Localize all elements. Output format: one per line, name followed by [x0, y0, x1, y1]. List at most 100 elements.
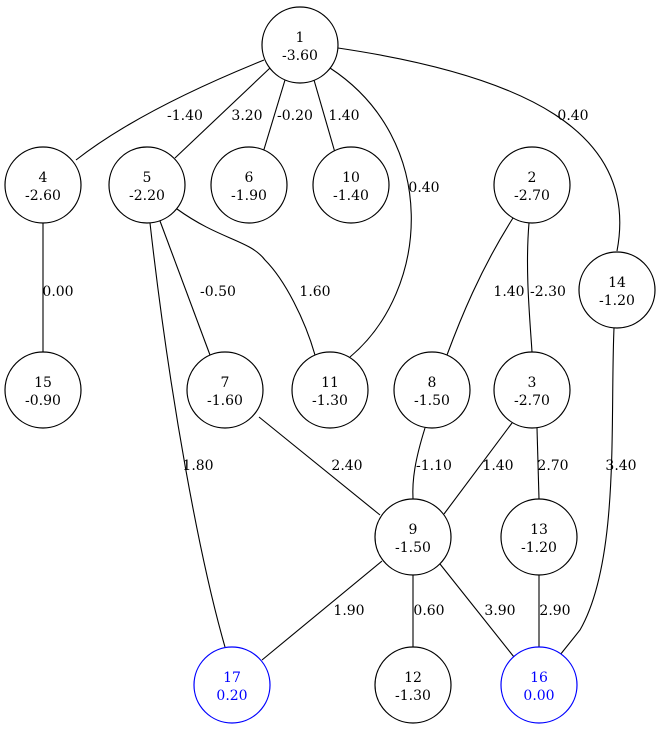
node-id-6: 6	[245, 170, 254, 186]
edge-label-1-6: -0.20	[277, 108, 313, 124]
node-id-10: 10	[342, 170, 360, 186]
edge-label-1-4: -1.40	[167, 108, 203, 124]
node-13: 13-1.20	[500, 498, 578, 576]
edge-label-8-9: -1.10	[416, 458, 452, 474]
edge-label-5-11: 1.60	[299, 284, 330, 300]
edge-1-4	[75, 59, 265, 161]
node-id-13: 13	[530, 522, 548, 538]
edge-label-3-9: 1.40	[482, 458, 513, 474]
node-circle-15	[4, 351, 82, 429]
node-11: 11 -1.30	[291, 351, 369, 429]
node-id-4: 4	[39, 170, 48, 186]
edge-1-6	[261, 79, 286, 157]
node-value-12: -1.30	[395, 688, 431, 704]
node-value-15: -0.90	[25, 393, 61, 409]
edge-label-7-9: 2.40	[331, 458, 362, 474]
edge-2-3	[526, 222, 533, 353]
edge-label-5-7: -0.50	[200, 284, 236, 300]
node-value-10: -1.40	[333, 188, 369, 204]
node-value-1: -3.60	[282, 48, 318, 64]
node-id-2: 2	[528, 170, 537, 186]
node-id-5: 5	[143, 170, 152, 186]
node-10: 10 -1.40	[312, 146, 390, 224]
edge-1-14	[337, 47, 621, 252]
node-12: 12 -1.30	[374, 646, 452, 724]
edge-label-9-12: 0.60	[413, 603, 444, 619]
node-value-2: -2.70	[514, 188, 550, 204]
node-value-5: -2.20	[129, 188, 165, 204]
edge-3-13	[536, 427, 540, 500]
edge-label-1-14: 0.40	[557, 108, 588, 124]
node-6: 6 -1.90	[210, 146, 288, 224]
node-id-8: 8	[428, 375, 437, 391]
node-id-1: 1	[296, 30, 305, 46]
node-15: 15 -0.90	[4, 351, 82, 429]
node-value-9: -1.50	[395, 540, 431, 556]
node-id-17: 17	[223, 670, 241, 686]
node-circle-3	[493, 351, 571, 429]
node-value-7: -1.60	[207, 393, 243, 409]
node-7: 7 -1.60	[186, 351, 264, 429]
node-circle-13	[500, 498, 578, 576]
edges-layer	[42, 47, 621, 661]
node-circle-5	[108, 146, 186, 224]
edge-7-9	[258, 416, 381, 516]
node-id-3: 3	[528, 375, 537, 391]
edge-1-10	[313, 79, 337, 157]
node-8: 8 -1.50	[393, 351, 471, 429]
node-circle-11	[291, 351, 369, 429]
node-3: 3 -2.70	[493, 351, 571, 429]
node-id-12: 12	[404, 670, 422, 686]
node-circle-14	[578, 251, 656, 329]
node-id-15: 15	[34, 375, 52, 391]
node-id-11: 11	[321, 375, 339, 391]
node-circle-4	[4, 146, 82, 224]
edge-label-9-16: 3.90	[484, 603, 515, 619]
node-14: 14 -1.20	[578, 251, 656, 329]
edge-3-9	[443, 422, 513, 515]
edge-label-1-5: 3.20	[231, 108, 262, 124]
node-1: 1 -3.60	[261, 6, 339, 84]
node-value-11: -1.30	[312, 393, 348, 409]
edge-8-9	[412, 427, 426, 500]
node-value-4: -2.60	[25, 188, 61, 204]
node-circle-17	[193, 646, 271, 724]
edge-label-2-3: -2.30	[530, 284, 566, 300]
node-value-14: -1.20	[599, 293, 635, 309]
node-circle-12	[374, 646, 452, 724]
node-circle-9	[374, 498, 452, 576]
node-value-17: 0.20	[216, 688, 247, 704]
node-id-9: 9	[409, 522, 418, 538]
node-circle-7	[186, 351, 264, 429]
node-16: 160.00	[500, 646, 578, 724]
edge-5-11	[176, 208, 316, 356]
edge-14-16	[559, 327, 615, 656]
node-circle-6	[210, 146, 288, 224]
edge-label-1-10: 1.40	[328, 108, 359, 124]
edge-1-11	[329, 67, 412, 358]
edge-2-8	[446, 217, 514, 356]
node-value-8: -1.50	[414, 393, 450, 409]
node-id-7: 7	[221, 375, 230, 391]
edge-label-13-16: 2.90	[539, 603, 570, 619]
edge-9-16	[439, 563, 515, 658]
node-id-14: 14	[608, 275, 626, 291]
edge-label-14-16: 3.40	[605, 458, 636, 474]
node-circle-1	[261, 6, 339, 84]
node-id-16: 16	[530, 670, 548, 686]
edge-5-17	[149, 222, 226, 648]
node-value-3: -2.70	[514, 393, 550, 409]
node-value-6: -1.90	[231, 188, 267, 204]
node-17: 170.20	[193, 646, 271, 724]
edge-label-4-15: 0.00	[42, 284, 73, 300]
edge-label-1-11: 0.40	[408, 180, 439, 196]
edge-label-5-17: 1.80	[182, 458, 213, 474]
edge-labels-layer: -1.40 3.20 -0.20 1.40 0.40 0.40 0.00 -0.50 1.60 1…	[42, 108, 636, 619]
node-circle-8	[393, 351, 471, 429]
node-4: 4 -2.60	[4, 146, 82, 224]
node-2: 2 -2.70	[493, 146, 571, 224]
node-5: 5 -2.20	[108, 146, 186, 224]
node-9: 9 -1.50	[374, 498, 452, 576]
edge-5-7	[159, 220, 211, 356]
